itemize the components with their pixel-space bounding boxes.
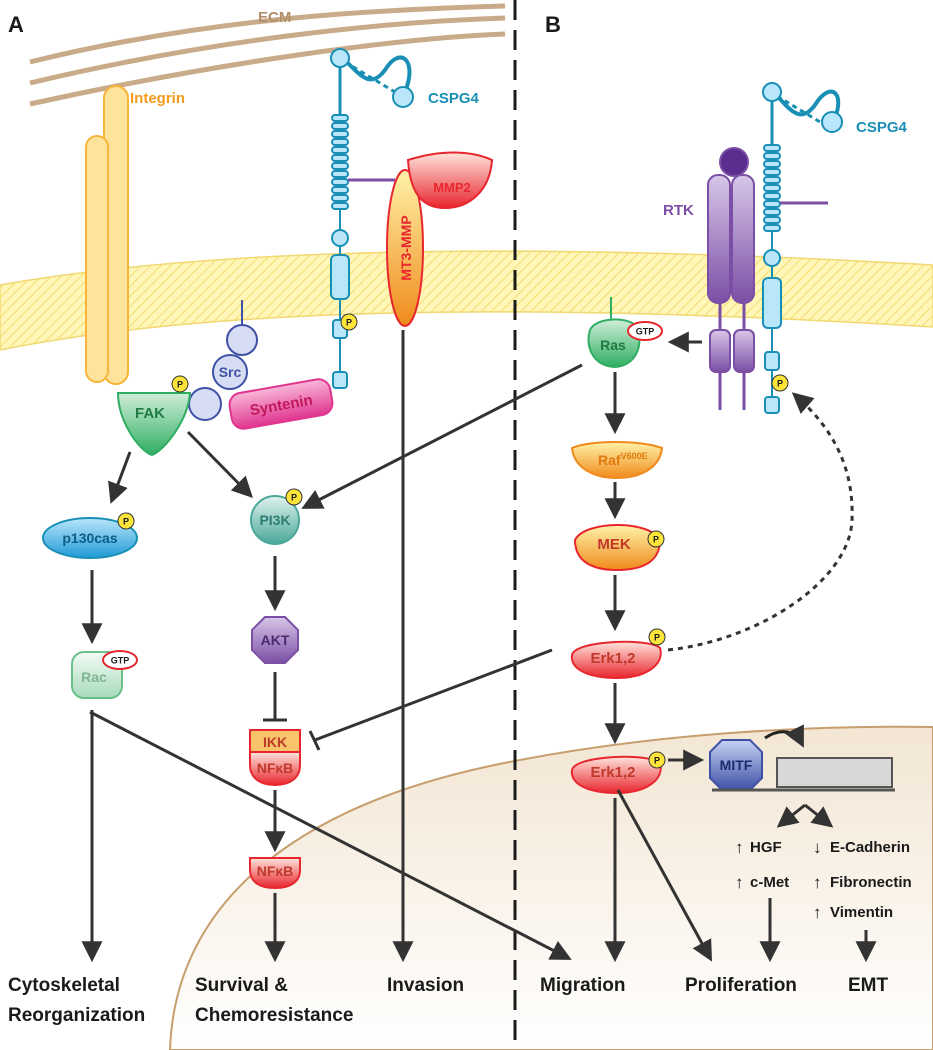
mt3-mmp-label: MT3-MMP [398, 215, 414, 280]
ras [587, 297, 641, 369]
nfkb-complex-label: NFκB [257, 760, 294, 776]
ikk-nfkb-complex [249, 729, 301, 787]
mt3-mmp [386, 169, 424, 327]
plasma-membrane [0, 250, 933, 351]
gene-cmet: c-Met [750, 874, 789, 891]
gtp-ras: GTP [627, 321, 663, 341]
gene-vimentin: Vimentin [830, 904, 893, 921]
svg-text:P: P [654, 756, 660, 766]
cspg4-label-b: CSPG4 [856, 119, 908, 136]
phospho-erk-cyto: P [648, 628, 666, 646]
ras-label: Ras [600, 337, 626, 353]
outcome-migration: Migration [540, 975, 626, 996]
raf-label: RafV600E [598, 451, 648, 468]
cspg4-label-a: CSPG4 [428, 90, 480, 107]
rtk [707, 147, 755, 410]
rac-label: Rac [81, 669, 107, 685]
svg-text:P: P [291, 493, 297, 503]
fak [116, 392, 192, 457]
svg-text:GTP: GTP [636, 327, 655, 337]
pi3k [250, 495, 300, 545]
down-arrow-ecadherin: ↓ [813, 838, 822, 857]
akt-label: AKT [261, 632, 290, 648]
erk-cytoplasmic [570, 640, 662, 680]
gene-fibronectin: Fibronectin [830, 874, 912, 891]
erk-cyto-label: Erk1,2 [590, 650, 635, 667]
mek-label: MEK [597, 536, 631, 553]
arrows-panel-a [81, 330, 583, 963]
src [188, 300, 258, 421]
svg-text:P: P [123, 517, 129, 527]
gene-hgf: HGF [750, 839, 782, 856]
ecm-label: ECM [258, 9, 291, 26]
mek [573, 524, 662, 572]
phospho-mek: P [647, 530, 665, 548]
p130cas-label: p130cas [62, 530, 117, 546]
erk-nuc-label: Erk1,2 [590, 764, 635, 781]
svg-text:P: P [346, 318, 352, 328]
ecm-fibers [29, 3, 506, 107]
integrin-label: Integrin [130, 90, 185, 107]
src-label: Src [219, 364, 242, 380]
cspg4-receptor-b [762, 82, 843, 414]
integrin [85, 85, 129, 385]
outcome-cytoskeletal-line2: Reorganization [8, 1005, 145, 1026]
erk-nuclear [570, 755, 662, 795]
phospho-p130cas: P [117, 512, 135, 530]
up-arrow-fibronectin: ↑ [813, 873, 822, 892]
phospho-pi3k: P [285, 488, 303, 506]
svg-text:P: P [653, 535, 659, 545]
nucleus [168, 725, 933, 1050]
gene-changes: ↑ HGF ↑ c-Met ↓ E-Cadherin ↑ Fibronectin… [735, 838, 912, 922]
gtp-rac: GTP [102, 650, 138, 670]
arrows-panel-b [604, 331, 877, 963]
phospho-cspg4-a: P [340, 313, 358, 331]
gene-ecadherin: E-Cadherin [830, 839, 910, 856]
rtk-label: RTK [663, 202, 694, 219]
outcomes: Cytoskeletal Reorganization Survival & C… [8, 975, 889, 1026]
phospho-erk-nuc: P [648, 751, 666, 769]
raf [570, 441, 664, 480]
ikk-label: IKK [263, 734, 287, 750]
svg-text:GTP: GTP [111, 656, 130, 666]
phospho-fak: P [171, 375, 189, 393]
up-arrow-hgf: ↑ [735, 838, 744, 857]
nfkb [249, 857, 301, 890]
svg-text:P: P [654, 633, 660, 643]
p130cas [42, 517, 138, 559]
target-gene [712, 757, 895, 792]
outcome-survival-line1: Survival & [195, 975, 288, 996]
outcome-survival-line2: Chemoresistance [195, 1005, 353, 1026]
svg-text:P: P [177, 380, 183, 390]
svg-text:P: P [777, 379, 783, 389]
cspg4-receptor-a [330, 48, 414, 389]
up-arrow-cmet: ↑ [735, 873, 744, 892]
nfkb-label: NFκB [257, 863, 294, 879]
syntenin [228, 378, 334, 430]
outcome-cytoskeletal-line1: Cytoskeletal [8, 975, 120, 996]
phospho-cspg4-b: P [771, 374, 789, 392]
mmp2-label: MMP2 [433, 180, 471, 195]
transcription-arrow [764, 724, 804, 748]
up-arrow-vimentin: ↑ [813, 903, 822, 922]
akt [251, 616, 299, 664]
outcome-invasion: Invasion [387, 975, 464, 996]
outcome-proliferation: Proliferation [685, 975, 797, 996]
erk-feedback-arrow [667, 392, 854, 652]
fak-label: FAK [135, 405, 165, 422]
panel-label-b: B [545, 12, 561, 37]
raf-superscript: V600E [621, 451, 648, 461]
pi3k-label: PI3K [259, 512, 290, 528]
panel-label-a: A [8, 12, 24, 37]
mmp2 [406, 151, 494, 210]
outcome-emt: EMT [848, 975, 889, 996]
mitf-label: MITF [720, 757, 753, 773]
